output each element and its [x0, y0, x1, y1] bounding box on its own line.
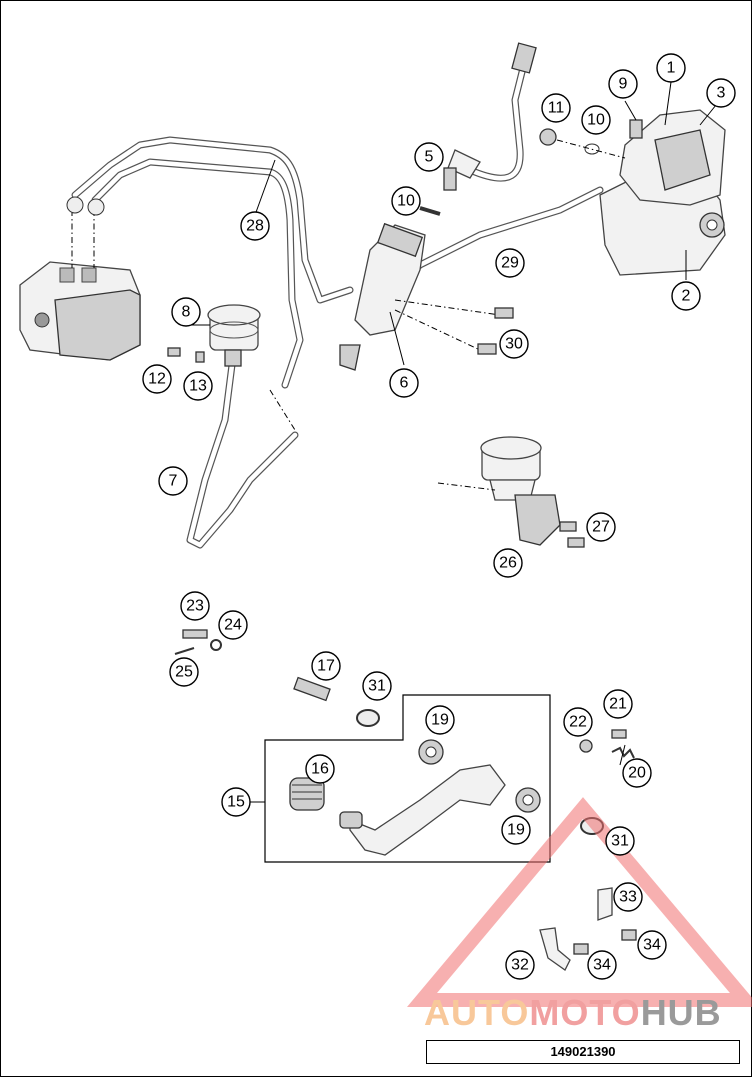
svg-text:24: 24 — [224, 617, 242, 634]
svg-text:12: 12 — [148, 371, 166, 388]
rear-reservoir-bracket — [437, 436, 585, 548]
svg-text:31: 31 — [611, 833, 629, 850]
svg-text:7: 7 — [169, 473, 178, 490]
bolt-17 — [293, 676, 331, 702]
callouts: 1 2 3 5 6 7 8 9 10 10 11 12 13 15 16 17 … — [142, 53, 736, 980]
document-number: 149021390 — [426, 1040, 740, 1064]
callout-25: 25 — [169, 657, 199, 687]
svg-text:33: 33 — [619, 889, 637, 906]
svg-text:3: 3 — [717, 85, 726, 102]
washer-31 — [356, 709, 380, 727]
callout-31-lower: 31 — [605, 826, 635, 856]
callout-19-lower: 19 — [501, 815, 531, 845]
callout-6: 6 — [389, 368, 419, 398]
svg-text:20: 20 — [628, 765, 646, 782]
callout-9: 9 — [608, 69, 638, 99]
master-cylinder — [339, 222, 514, 371]
svg-text:9: 9 — [619, 76, 628, 93]
callout-20: 20 — [622, 758, 652, 788]
svg-text:19: 19 — [507, 822, 525, 839]
callout-29: 29 — [495, 248, 525, 278]
callout-32: 32 — [505, 950, 535, 980]
callout-11: 11 — [541, 93, 571, 123]
svg-text:29: 29 — [501, 255, 519, 272]
reservoir-hose-7 — [186, 361, 299, 549]
svg-text:34: 34 — [593, 957, 611, 974]
callout-5: 5 — [414, 142, 444, 172]
callout-23: 23 — [180, 591, 210, 621]
svg-text:23: 23 — [186, 598, 204, 615]
pin-10 — [419, 206, 441, 216]
brake-fluid-reservoir — [207, 304, 261, 367]
callout-8: 8 — [171, 297, 201, 327]
svg-text:5: 5 — [425, 149, 434, 166]
callout-19-upper: 19 — [425, 705, 455, 735]
callout-10-caliper: 10 — [581, 105, 611, 135]
svg-text:27: 27 — [592, 519, 610, 536]
callout-10-pin: 10 — [391, 186, 421, 216]
clip-13 — [195, 351, 205, 363]
watermark-logo: AUTOMOTOHUB — [424, 992, 744, 1033]
svg-text:2: 2 — [682, 288, 691, 305]
callout-15: 15 — [221, 787, 251, 817]
callout-26: 26 — [493, 548, 523, 578]
svg-text:11: 11 — [548, 100, 565, 117]
svg-text:34: 34 — [643, 937, 661, 954]
callout-24: 24 — [218, 610, 248, 640]
callout-3: 3 — [706, 78, 736, 108]
abs-unit — [19, 210, 141, 361]
svg-text:17: 17 — [317, 658, 335, 675]
svg-text:32: 32 — [511, 957, 529, 974]
callout-34-lower: 34 — [587, 950, 617, 980]
svg-text:13: 13 — [189, 378, 207, 395]
screw-12 — [167, 347, 181, 357]
callout-13: 13 — [183, 371, 213, 401]
svg-text:15: 15 — [227, 794, 245, 811]
watermark-moto: MOTO — [529, 992, 641, 1033]
svg-text:28: 28 — [246, 218, 264, 235]
callout-31-upper: 31 — [362, 671, 392, 701]
callout-27: 27 — [586, 512, 616, 542]
svg-text:31: 31 — [368, 678, 386, 695]
callout-34-right: 34 — [637, 930, 667, 960]
watermark-hub: HUB — [640, 992, 722, 1033]
callout-2: 2 — [671, 281, 701, 311]
callout-1: 1 — [656, 53, 686, 83]
svg-text:10: 10 — [587, 112, 605, 129]
brake-caliper — [539, 109, 726, 276]
svg-text:6: 6 — [400, 375, 409, 392]
brake-line-28 — [66, 136, 354, 389]
watermark-triangle — [406, 797, 752, 1007]
brake-pedal-assembly — [250, 694, 551, 863]
callout-21: 21 — [603, 689, 633, 719]
watermark-auto: AUTO — [424, 992, 530, 1033]
callout-28: 28 — [240, 211, 270, 241]
callout-30: 30 — [499, 329, 529, 359]
svg-text:26: 26 — [499, 555, 517, 572]
sensor-cable — [443, 42, 537, 191]
callout-22: 22 — [563, 707, 593, 737]
svg-text:19: 19 — [431, 712, 449, 729]
callout-33: 33 — [613, 882, 643, 912]
svg-text:1: 1 — [667, 60, 676, 77]
callout-12: 12 — [142, 364, 172, 394]
svg-text:30: 30 — [505, 336, 523, 353]
svg-text:22: 22 — [569, 714, 587, 731]
svg-text:8: 8 — [182, 304, 191, 321]
spring-set — [579, 729, 635, 759]
svg-text:10: 10 — [397, 193, 415, 210]
callout-17: 17 — [311, 651, 341, 681]
svg-text:21: 21 — [609, 696, 627, 713]
svg-text:16: 16 — [311, 761, 329, 778]
callout-7: 7 — [158, 466, 188, 496]
callout-16: 16 — [305, 754, 335, 784]
pin-washer-set — [174, 629, 222, 655]
svg-text:25: 25 — [175, 664, 193, 681]
